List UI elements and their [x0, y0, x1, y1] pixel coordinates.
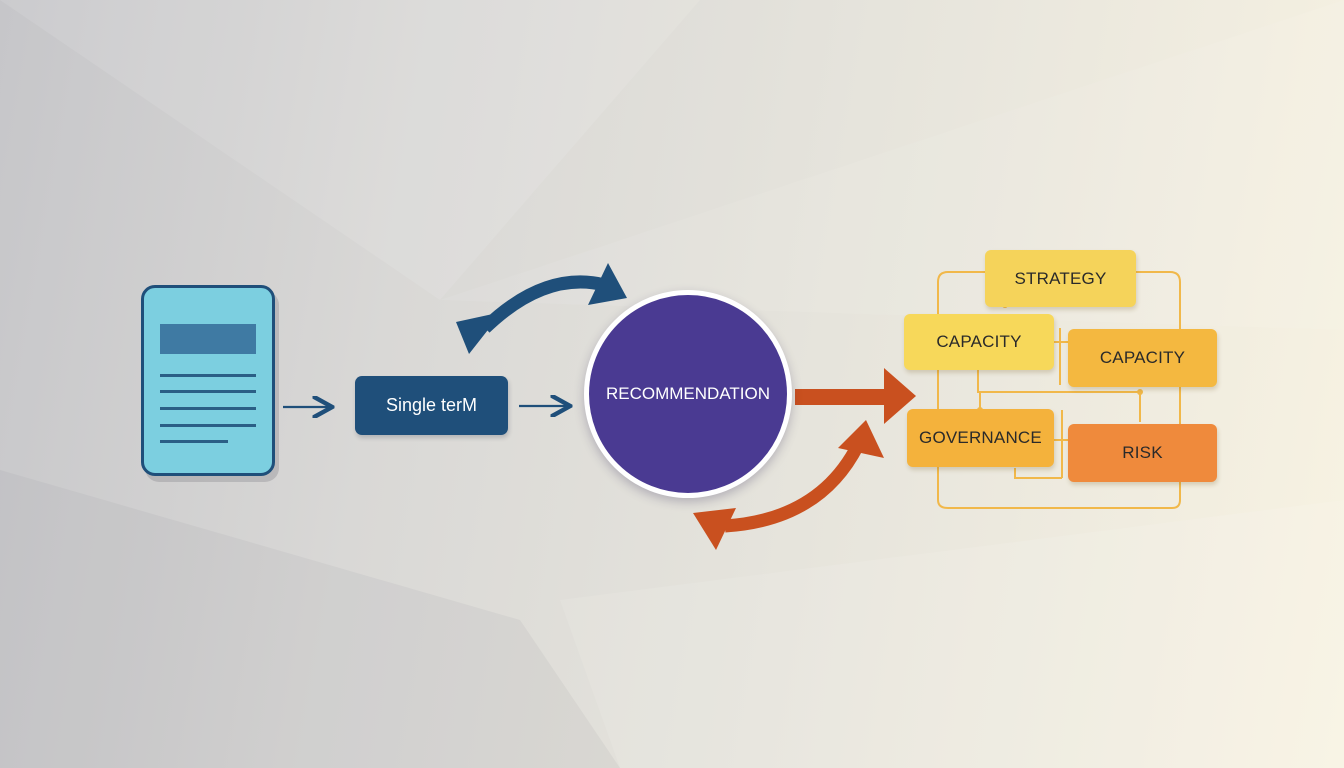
document-header-bar	[160, 324, 256, 354]
single-term-label: Single terM	[385, 395, 478, 415]
capacity-left-label: CAPACITY	[936, 332, 1022, 351]
single-term-box: Single terM	[355, 376, 508, 435]
orange-curved-arrow	[693, 420, 884, 550]
document-line	[160, 424, 256, 427]
navy-curved-arrow	[456, 263, 627, 354]
risk-label: RISK	[1122, 443, 1163, 462]
strategy-node: STRATEGY	[985, 250, 1136, 307]
governance-label: GOVERNANCE	[919, 428, 1042, 447]
orange-straight-arrow	[795, 368, 916, 424]
capacity-node-right: CAPACITY	[1068, 329, 1217, 387]
capacity-node-left: CAPACITY	[904, 314, 1054, 370]
governance-node: GOVERNANCE	[907, 409, 1054, 467]
document-line	[160, 407, 256, 410]
document-line	[160, 440, 228, 443]
recommendation-circle: RECOMMENDATION	[584, 290, 792, 498]
recommendation-label: RECOMMENDATION	[605, 384, 770, 403]
document-icon	[141, 285, 275, 476]
capacity-right-label: CAPACITY	[1099, 348, 1186, 367]
document-line	[160, 374, 256, 377]
risk-node: RISK	[1068, 424, 1217, 482]
document-line	[160, 390, 256, 393]
strategy-label: STRATEGY	[1014, 268, 1107, 288]
